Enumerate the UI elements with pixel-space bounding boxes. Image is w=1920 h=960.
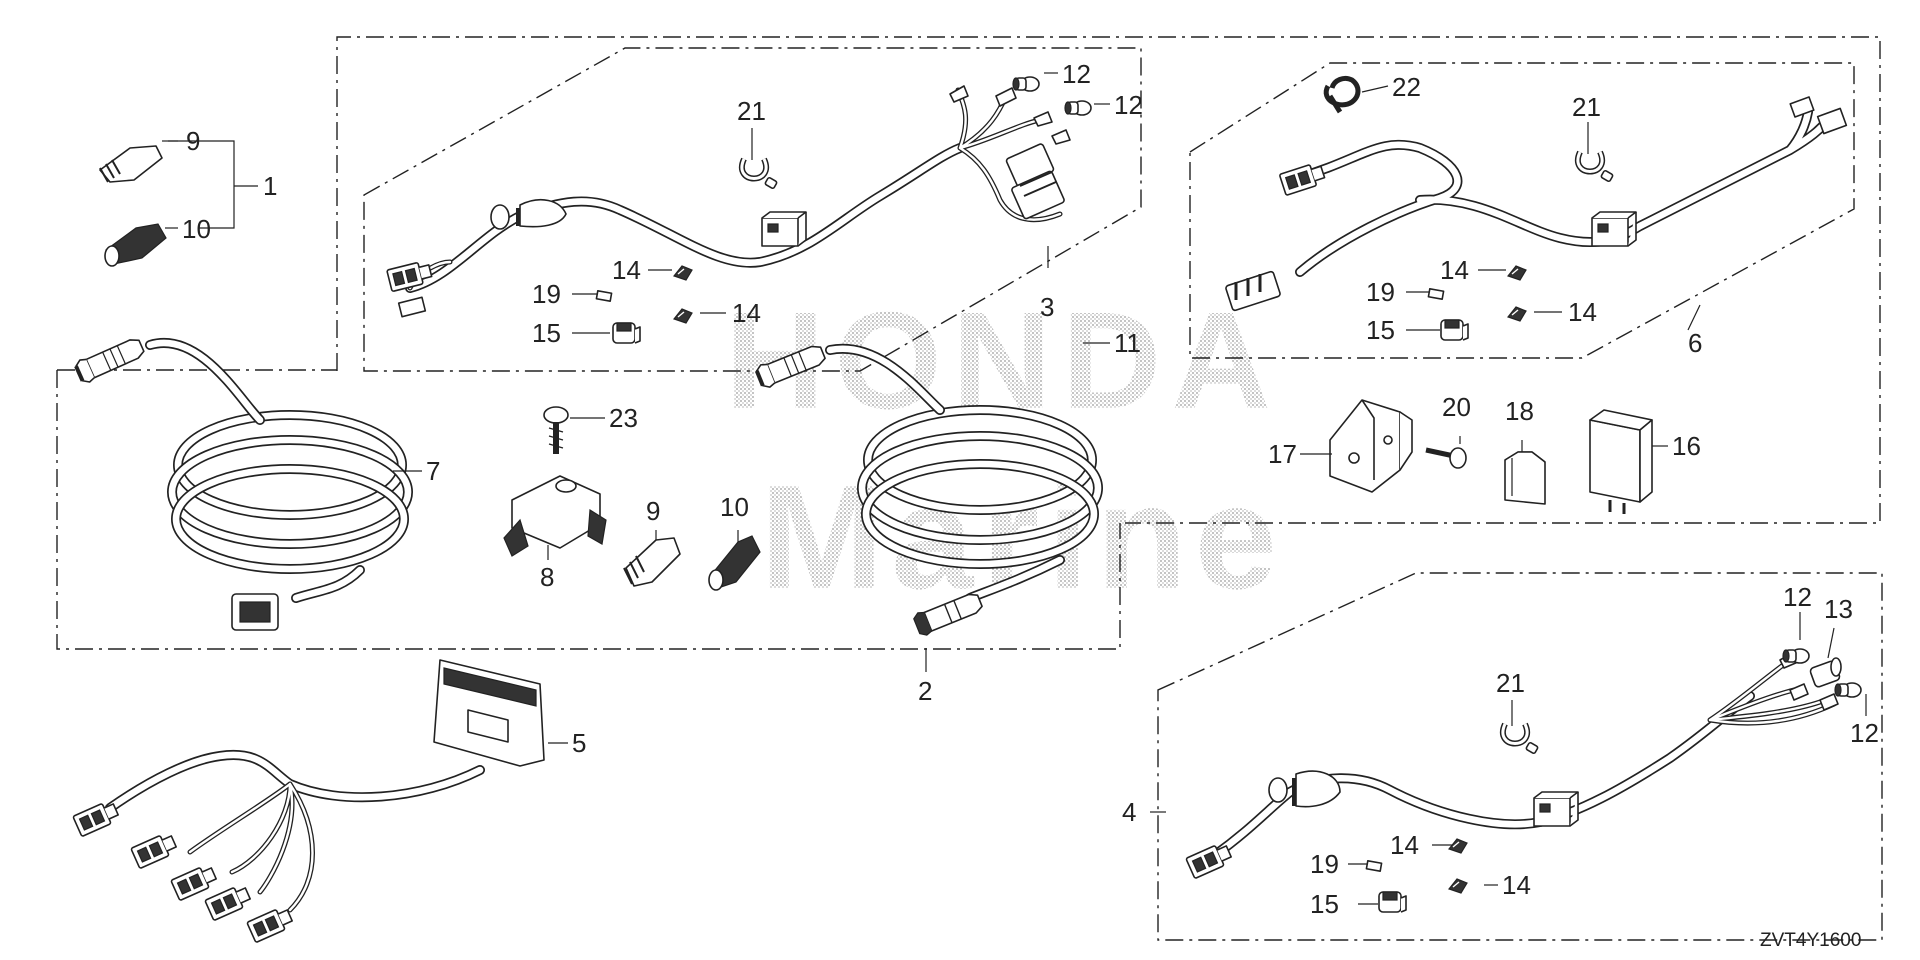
cable-11[interactable] [753, 339, 1103, 639]
fuse-14-a[interactable] [673, 265, 693, 281]
callout-10: 10 [182, 214, 211, 244]
callout-14: 14 [1568, 297, 1597, 327]
callout-19: 19 [1310, 849, 1339, 879]
tee-8[interactable] [503, 475, 607, 557]
fuse-19-a[interactable] [595, 290, 613, 302]
callout-labels: 9 10 1 12 12 21 14 14 19 15 3 22 21 14 1… [182, 59, 1879, 919]
clip-21-b[interactable] [1578, 152, 1613, 182]
clip-21-a[interactable] [742, 159, 777, 189]
callout-8: 8 [540, 562, 554, 592]
assembly-3-outline [363, 47, 1142, 372]
callout-23: 23 [609, 403, 638, 433]
callout-21: 21 [1572, 92, 1601, 122]
relay-16[interactable] [1589, 409, 1653, 514]
callout-18: 18 [1505, 396, 1534, 426]
callout-9: 9 [646, 496, 660, 526]
assembly-4-outline [1157, 572, 1883, 941]
callout-3: 3 [1040, 292, 1054, 322]
cap-12-d[interactable] [1834, 682, 1862, 698]
assembly-2-outline [336, 36, 1881, 524]
clip-21-c[interactable] [1503, 724, 1538, 754]
callout-14: 14 [1502, 870, 1531, 900]
cable-7[interactable] [72, 332, 413, 631]
boot-15-c[interactable] [1378, 891, 1407, 913]
cap-9-center[interactable] [623, 537, 681, 587]
cap-12-b[interactable] [1064, 100, 1092, 116]
callout-2: 2 [918, 676, 932, 706]
cap-10-center[interactable] [708, 535, 761, 591]
callout-15: 15 [1310, 889, 1339, 919]
callout-15: 15 [532, 318, 561, 348]
callout-22: 22 [1392, 72, 1421, 102]
boot-15-b[interactable] [1440, 319, 1469, 341]
callout-13: 13 [1824, 594, 1853, 624]
callout-14: 14 [732, 298, 761, 328]
callout-12: 12 [1062, 59, 1091, 89]
callout-1: 1 [263, 171, 277, 201]
fuse-14-d[interactable] [1507, 306, 1527, 322]
assembly-6-outline [1189, 62, 1855, 359]
harness-6[interactable] [1225, 96, 1848, 312]
callout-14: 14 [1440, 255, 1469, 285]
callout-12: 12 [1850, 718, 1879, 748]
diagram-code: ZVT4Y1600 [1760, 930, 1861, 951]
callout-6: 6 [1688, 328, 1702, 358]
assembly-2-lower-outline [56, 370, 1121, 650]
callout-16: 16 [1672, 431, 1701, 461]
callout-15: 15 [1366, 315, 1395, 345]
fuse-19-c[interactable] [1365, 860, 1383, 872]
callout-7: 7 [426, 456, 440, 486]
group-outlines [56, 36, 1883, 941]
fuse-19-b[interactable] [1427, 288, 1445, 300]
fuse-14-b[interactable] [673, 308, 693, 324]
callout-12: 12 [1114, 90, 1143, 120]
cap-12-a[interactable] [1012, 76, 1040, 92]
callout-19: 19 [1366, 277, 1395, 307]
screw-20[interactable] [1425, 447, 1467, 469]
callout-19: 19 [532, 279, 561, 309]
bracket-17[interactable] [1329, 399, 1413, 493]
callout-14: 14 [612, 255, 641, 285]
harness-5[interactable] [72, 659, 545, 944]
callout-12: 12 [1783, 582, 1812, 612]
fuse-14-e[interactable] [1448, 838, 1468, 854]
harness-4[interactable] [1185, 651, 1839, 880]
watermark: HONDA Marine [725, 284, 1277, 620]
cap-13[interactable] [1809, 657, 1842, 688]
cap-10-left[interactable] [104, 223, 167, 267]
callout-5: 5 [572, 728, 586, 758]
boot-15-a[interactable] [612, 322, 641, 344]
callout-10: 10 [720, 492, 749, 522]
callout-17: 17 [1268, 439, 1297, 469]
fuse-14-f[interactable] [1448, 878, 1468, 894]
leader-lines [162, 72, 1867, 905]
cap-9-left[interactable] [99, 145, 163, 183]
cover-18[interactable] [1504, 451, 1546, 505]
callout-21: 21 [1496, 668, 1525, 698]
cap-12-c[interactable] [1782, 648, 1810, 664]
callout-14: 14 [1390, 830, 1419, 860]
screw-23[interactable] [543, 406, 569, 454]
harness-3[interactable] [386, 85, 1071, 318]
strap-22[interactable] [1323, 75, 1361, 114]
callout-20: 20 [1442, 392, 1471, 422]
callout-21: 21 [737, 96, 766, 126]
callout-11: 11 [1114, 328, 1141, 358]
fuse-14-c[interactable] [1507, 265, 1527, 281]
callout-4: 4 [1122, 797, 1136, 827]
callout-9: 9 [186, 126, 200, 156]
